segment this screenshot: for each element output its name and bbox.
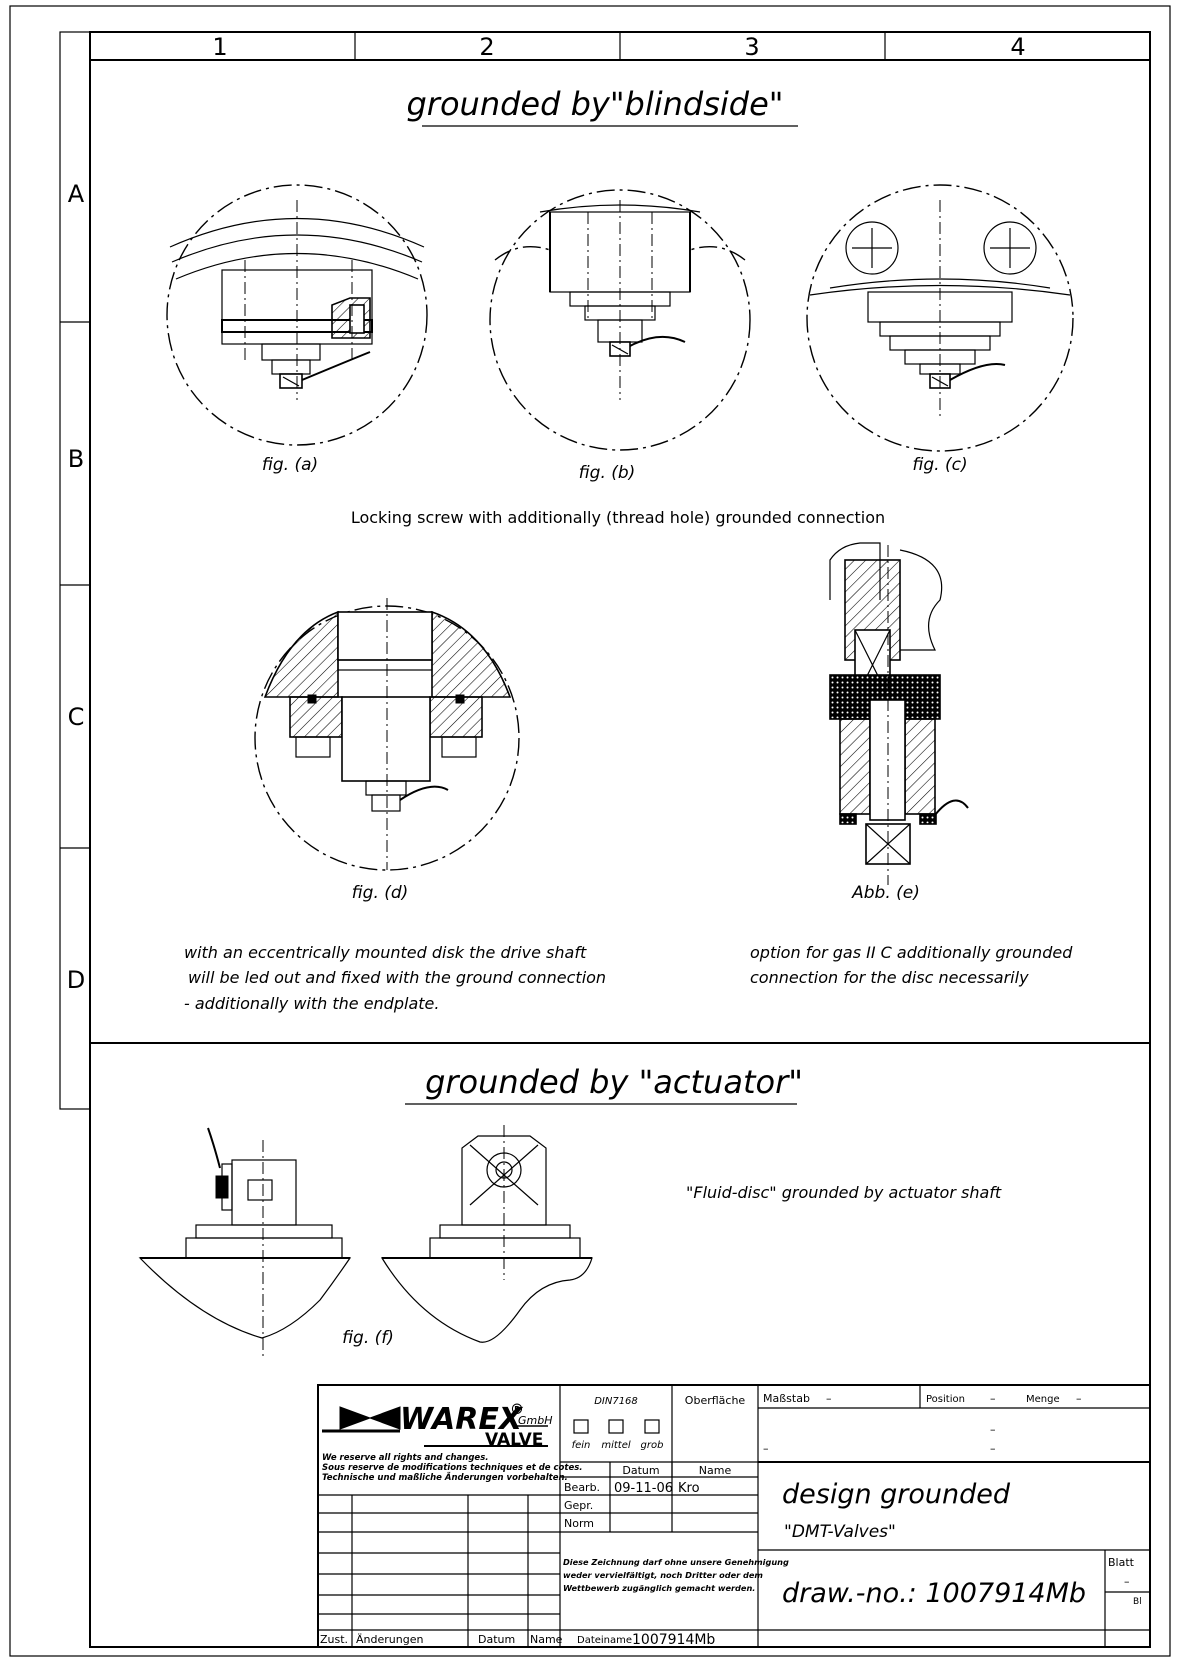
figure-d — [254, 598, 520, 871]
figure-b-label: fig. (b) — [579, 463, 636, 483]
oberflaeche-label: Oberfläche — [685, 1394, 746, 1407]
dash-value-b: – — [990, 1442, 996, 1455]
column-label-4: 4 — [1010, 33, 1025, 61]
tolerance-mittel: mittel — [601, 1440, 631, 1451]
row-label-c: C — [68, 703, 85, 731]
figure-a — [166, 184, 428, 446]
bl-label: Bl — [1133, 1597, 1142, 1607]
column-label-1: 1 — [212, 33, 227, 61]
figure-c-label: fig. (c) — [912, 455, 967, 475]
row-labels: A B C D — [67, 180, 85, 994]
drawing-number: draw.-no.: 1007914Mb — [782, 1578, 1086, 1609]
figure-f-left — [138, 1127, 352, 1360]
caption-figures-abc: Locking screw with additionally (thread … — [351, 508, 885, 527]
bearb-date: 09-11-06 — [614, 1481, 673, 1496]
row-label-a: A — [68, 180, 85, 208]
logo-gmbh: GmbH — [518, 1414, 553, 1427]
change-name-label: Name — [530, 1633, 563, 1646]
position-value: – — [990, 1392, 996, 1405]
section-title-actuator: grounded by "actuator" — [425, 1063, 803, 1101]
din-label: DIN7168 — [594, 1396, 638, 1407]
rights-line-1: We reserve all rights and changes. — [322, 1453, 489, 1463]
tolerance-grob-checkbox — [644, 1419, 660, 1434]
row-label-d: D — [67, 966, 85, 994]
dateiname-value: 1007914Mb — [632, 1632, 715, 1648]
figure-d-label: fig. (d) — [352, 883, 409, 903]
warex-logo: WAREX ® GmbH VALVE We reserve all rights… — [322, 1402, 583, 1483]
tolerance-fein: fein — [572, 1440, 591, 1451]
blatt-label: Blatt — [1108, 1556, 1135, 1569]
note-figure-f: "Fluid-disc" grounded by actuator shaft — [686, 1183, 1002, 1202]
gepr-label: Gepr. — [564, 1499, 593, 1512]
blatt-value: – — [1124, 1575, 1130, 1588]
figure-b — [489, 189, 751, 451]
menge-label: Menge — [1026, 1394, 1060, 1405]
note-figure-e: option for gas II C additionally grounde… — [750, 943, 1073, 987]
tolerance-mittel-checkbox — [608, 1419, 624, 1434]
norm-label: Norm — [564, 1517, 594, 1530]
figure-c — [806, 184, 1074, 452]
valve-logo-icon — [339, 1406, 372, 1430]
zust-label: Zust. — [320, 1633, 348, 1646]
note-e-line-2: connection for the disc necessarily — [750, 968, 1029, 987]
design-title: design grounded — [782, 1479, 1011, 1510]
figure-e-label: Abb. (e) — [851, 883, 920, 903]
note-figure-d: with an eccentrically mounted disk the d… — [184, 943, 606, 1013]
aenderungen-label: Änderungen — [356, 1633, 423, 1646]
title-block — [317, 1384, 1151, 1648]
tolerance-grob: grob — [641, 1440, 664, 1451]
note-d-line-2: will be led out and fixed with the groun… — [188, 968, 606, 987]
bearb-name: Kro — [678, 1481, 700, 1496]
legal-line-2: weder vervielfältigt, noch Dritter oder … — [563, 1570, 763, 1580]
figure-f-label: fig. (f) — [342, 1328, 394, 1348]
massstab-value: – — [826, 1392, 832, 1405]
design-subtitle: "DMT-Valves" — [784, 1522, 896, 1542]
column-label-3: 3 — [744, 33, 759, 61]
figure-f-right — [380, 1125, 593, 1343]
legal-line-1: Diese Zeichnung darf ohne unsere Genehmi… — [563, 1557, 789, 1567]
column-label-2: 2 — [479, 33, 494, 61]
rights-line-3: Technische und maßliche Änderungen vorbe… — [322, 1472, 568, 1483]
legal-line-3: Wettbewerb zugänglich gemacht werden. — [563, 1583, 755, 1593]
dateiname-label: Dateiname — [577, 1635, 632, 1646]
note-d-line-1: with an eccentrically mounted disk the d… — [184, 943, 587, 962]
dash-value-a: – — [990, 1423, 996, 1436]
logo-registered: ® — [510, 1402, 524, 1418]
massstab-label: Maßstab — [763, 1392, 810, 1405]
logo-wordmark: WAREX — [400, 1402, 524, 1437]
column-labels: 1 2 3 4 — [212, 33, 1025, 61]
datum-header: Datum — [622, 1464, 659, 1477]
tolerance-fein-checkbox — [573, 1419, 589, 1434]
figure-a-label: fig. (a) — [262, 455, 318, 475]
change-datum-label: Datum — [478, 1633, 515, 1646]
row-label-b: B — [68, 445, 84, 473]
position-label: Position — [926, 1394, 965, 1405]
rights-line-2: Sous reserve de modifications techniques… — [322, 1463, 583, 1473]
figure-e — [829, 542, 969, 885]
menge-value: – — [1076, 1392, 1082, 1405]
bearb-label: Bearb. — [564, 1481, 600, 1494]
dash-value-c: – — [763, 1442, 769, 1455]
note-d-line-3: - additionally with the endplate. — [184, 994, 439, 1013]
note-e-line-1: option for gas II C additionally grounde… — [750, 943, 1073, 962]
name-header: Name — [699, 1464, 732, 1477]
section-title-blindside: grounded by"blindside" — [406, 85, 783, 123]
